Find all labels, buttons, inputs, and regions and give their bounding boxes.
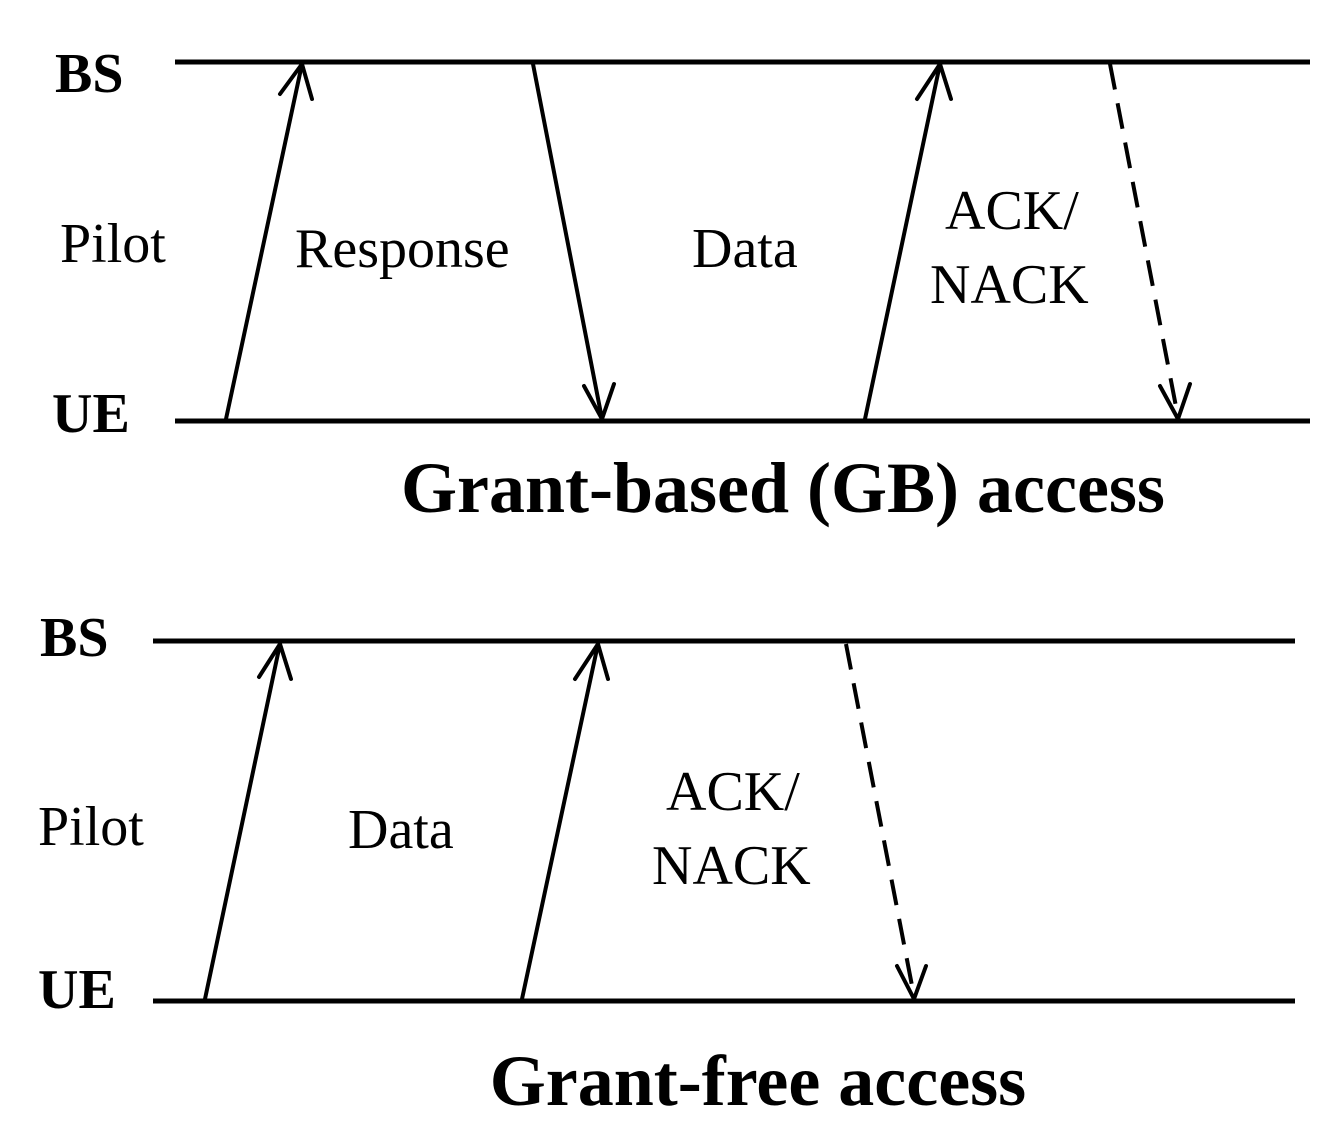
gb-pilot-label: Pilot [60, 213, 166, 275]
gb-response-label: Response [295, 218, 510, 280]
gb-pilot-arrow [224, 62, 314, 421]
gb-nack-label: NACK [930, 254, 1089, 316]
gf-ue-label: UE [38, 959, 116, 1021]
grant-free-diagram: BS UE Pilot Data ACK/ NACK Grant-free ac… [38, 607, 1295, 1121]
gb-ue-label: UE [52, 383, 130, 445]
gf-ack-nack-arrow [844, 643, 928, 1001]
gf-data-label: Data [348, 799, 454, 861]
gf-section-title: Grant-free access [490, 1041, 1026, 1121]
gb-ack-label: ACK/ [945, 180, 1079, 242]
gf-pilot-label: Pilot [38, 796, 144, 858]
grant-based-diagram: BS UE Pilot Response Data ACK/ NACK Gran… [52, 43, 1310, 528]
gb-bs-label: BS [55, 43, 124, 105]
gf-data-arrow [520, 642, 610, 1001]
gf-pilot-arrow [203, 642, 293, 1001]
gf-ack-label: ACK/ [666, 761, 800, 823]
gb-data-label: Data [692, 218, 798, 280]
gf-nack-label: NACK [652, 835, 811, 897]
gb-data-arrow [863, 62, 953, 421]
gb-section-title: Grant-based (GB) access [401, 448, 1165, 528]
gb-ack-nack-arrow [1108, 63, 1192, 421]
gb-response-arrow [531, 62, 616, 421]
gf-bs-label: BS [40, 607, 109, 669]
